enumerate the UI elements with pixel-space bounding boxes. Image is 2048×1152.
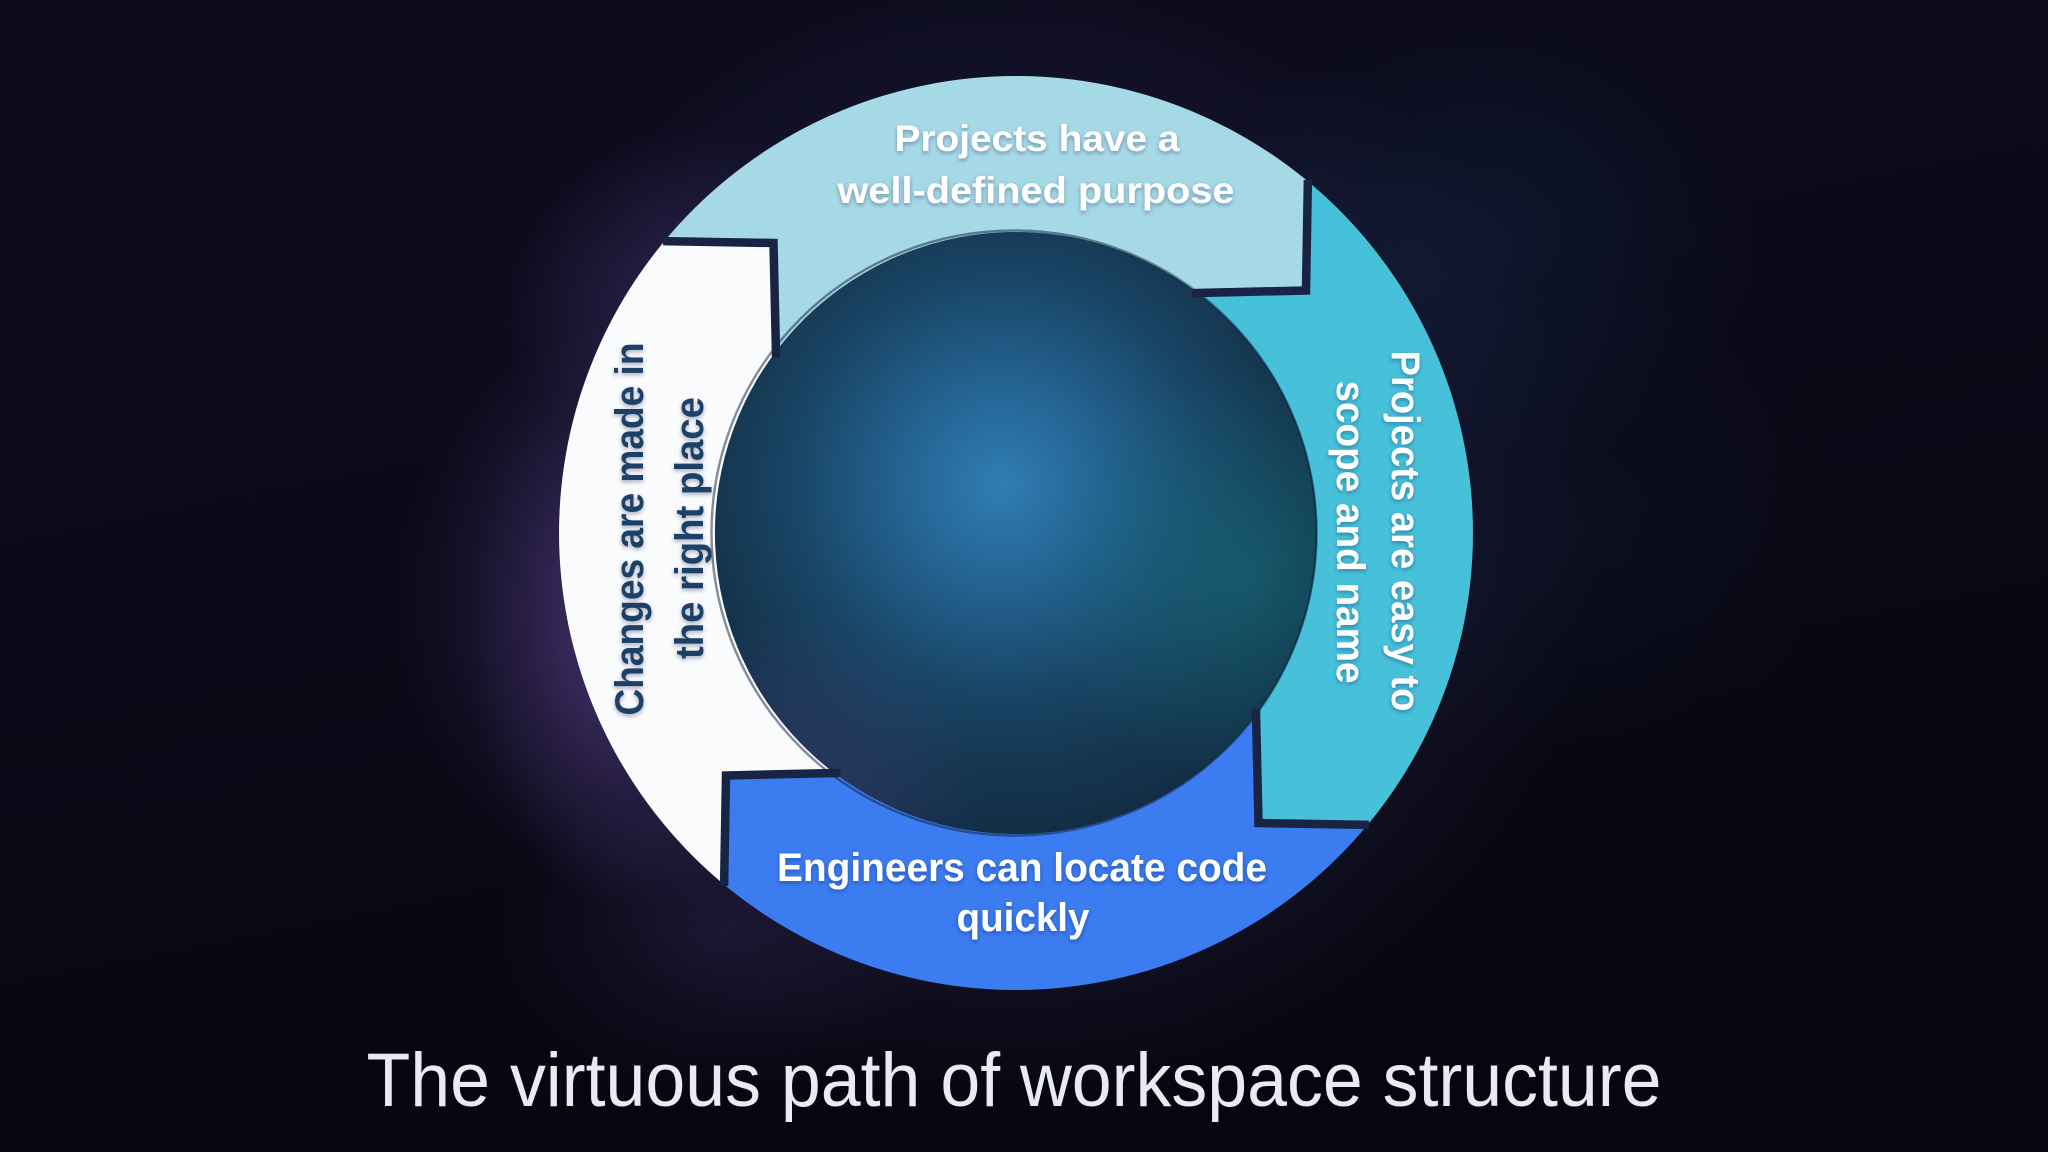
svg-text:Projects have a: Projects have a [895, 118, 1180, 159]
svg-text:scope and name: scope and name [1328, 381, 1372, 684]
svg-text:quickly: quickly [957, 896, 1091, 940]
svg-text:the right place: the right place [668, 397, 712, 659]
svg-text:well-defined purpose: well-defined purpose [836, 170, 1234, 211]
svg-text:Engineers can locate code: Engineers can locate code [777, 846, 1267, 890]
svg-text:The virtuous path of workspace: The virtuous path of workspace structure [367, 1038, 1662, 1123]
svg-text:Changes are made in: Changes are made in [608, 343, 652, 716]
svg-text:Projects are easy to: Projects are easy to [1383, 351, 1427, 712]
